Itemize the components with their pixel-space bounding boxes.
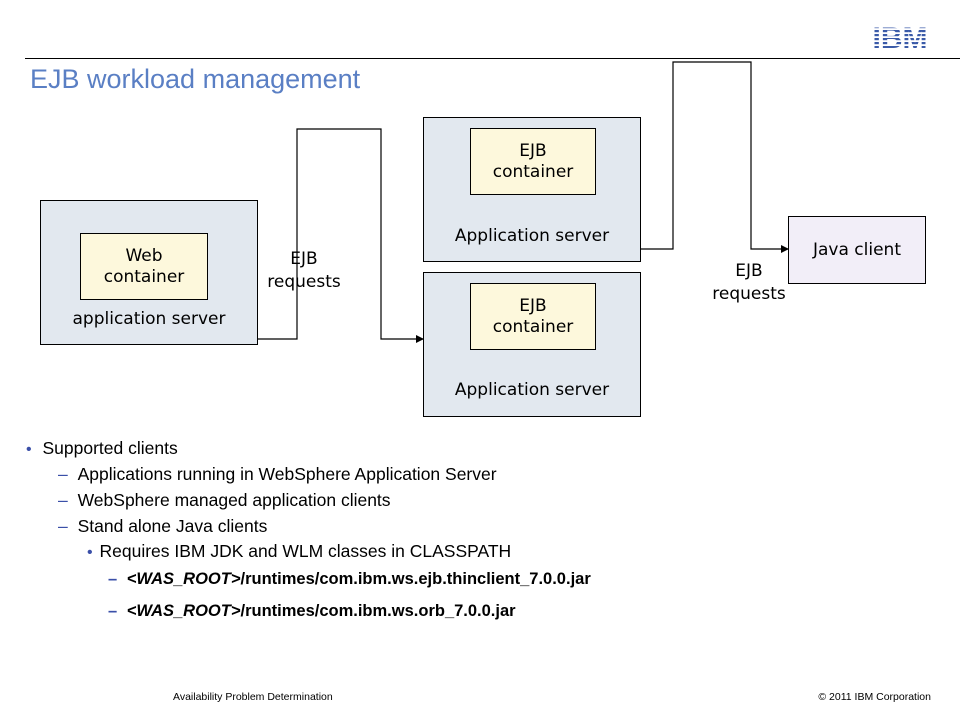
dash-icon: –	[108, 570, 118, 588]
jar-path-text: /runtimes/com.ibm.ws.ejb.thinclient_7.0.…	[240, 570, 591, 588]
web-application-server-box: Web container application server	[40, 200, 258, 345]
web-container-box: Web container	[80, 233, 208, 300]
application-server-top-label: Application server	[454, 226, 610, 246]
ejb-requests-label-left: EJB requests	[267, 249, 341, 292]
ejb-container-bottom: EJB container	[470, 283, 596, 350]
bullet-dot-icon: •	[87, 544, 93, 561]
sub-sub-bullet-text: Requires IBM JDK and WLM classes in CLAS…	[99, 541, 512, 561]
sub-sub-bullet-item: • Requires IBM JDK and WLM classes in CL…	[87, 541, 511, 562]
bullet-supported-clients: • Supported clients	[26, 438, 178, 459]
ejb-application-server-top: EJB container Application server	[423, 117, 641, 262]
jar-path-item: – <WAS_ROOT>/runtimes/com.ibm.ws.ejb.thi…	[108, 570, 591, 589]
sub-bullet-item: – Stand alone Java clients	[58, 516, 267, 537]
ejb-container-top: EJB container	[470, 128, 596, 195]
java-client-box: Java client	[788, 216, 926, 284]
ejb-requests-label-right: EJB requests	[712, 261, 786, 304]
dash-icon: –	[108, 602, 118, 620]
jar-path-text: /runtimes/com.ibm.ws.orb_7.0.0.jar	[240, 602, 516, 620]
sub-bullet-text: Stand alone Java clients	[77, 516, 268, 536]
sub-bullet-item: – Applications running in WebSphere Appl…	[58, 464, 497, 485]
ibm-logo: IBM	[868, 22, 932, 55]
dash-icon: –	[58, 516, 68, 536]
ejb-request-line-right	[626, 61, 789, 253]
header-divider	[25, 58, 960, 59]
sub-bullet-text: WebSphere managed application clients	[77, 490, 391, 510]
application-server-bottom-label: Application server	[454, 380, 610, 400]
bullet-supported-clients-text: Supported clients	[42, 438, 178, 458]
ejb-application-server-bottom: EJB container Application server	[423, 272, 641, 417]
footer-left: Availability Problem Determination	[173, 691, 333, 703]
was-root-token: <WAS_ROOT>	[126, 602, 241, 620]
sub-bullet-text: Applications running in WebSphere Applic…	[77, 464, 497, 484]
ibm-logo-text: IBM	[873, 22, 928, 52]
jar-path-item: – <WAS_ROOT>/runtimes/com.ibm.ws.orb_7.0…	[108, 602, 516, 621]
bullet-dot-icon: •	[26, 441, 32, 458]
dash-icon: –	[58, 464, 68, 484]
application-server-label: application server	[72, 309, 226, 329]
sub-bullet-item: – WebSphere managed application clients	[58, 490, 391, 511]
ejb-request-line-left	[251, 128, 424, 343]
footer-right: © 2011 IBM Corporation	[818, 691, 931, 703]
page-title: EJB workload management	[30, 64, 361, 94]
was-root-token: <WAS_ROOT>	[126, 570, 241, 588]
dash-icon: –	[58, 490, 68, 510]
